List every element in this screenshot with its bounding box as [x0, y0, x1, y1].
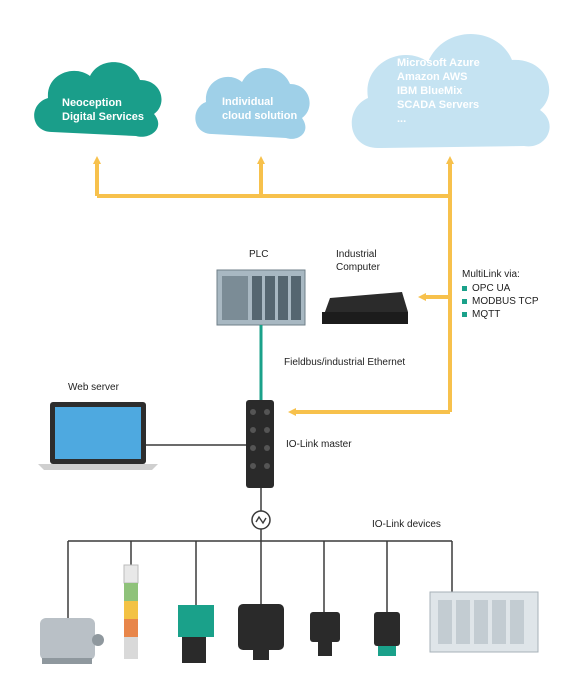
- io-link-devices-label: IO-Link devices: [372, 519, 441, 530]
- io-link-master-label: IO-Link master: [286, 439, 352, 450]
- motor-icon: [40, 618, 104, 664]
- web-server-laptop: [38, 402, 158, 470]
- cloud-public: [351, 34, 550, 148]
- inductive-sensor-icon: [178, 605, 214, 663]
- multilink-title: MultiLink via:: [462, 269, 520, 280]
- cloud-public-line3: IBM BlueMix: [397, 85, 463, 97]
- cloud-neoception: [34, 62, 162, 137]
- io-link-symbol: [251, 510, 271, 530]
- web-server-label: Web server: [68, 382, 119, 393]
- cloud-public-line2: Amazon AWS: [397, 71, 468, 83]
- photoelectric-sensor-icon: [310, 612, 340, 656]
- cloud-public-line4: SCADA Servers: [397, 99, 480, 111]
- cloud-neoception-line1: Neoception: [62, 97, 122, 109]
- industrial-computer-label-line2: Computer: [336, 262, 380, 273]
- plc-device: [216, 269, 306, 326]
- industrial-computer: [322, 292, 408, 324]
- cloud-neoception-line2: Digital Services: [62, 111, 144, 123]
- protocol-opc-ua: OPC UA: [462, 282, 539, 295]
- industrial-computer-label-line1: Industrial: [336, 249, 377, 260]
- cloud-individual-line2: cloud solution: [222, 110, 298, 122]
- fieldbus-label: Fieldbus/industrial Ethernet: [284, 357, 406, 368]
- protocol-modbus-tcp: MODBUS TCP: [462, 295, 539, 308]
- cloud-public-line1: Microsoft Azure: [397, 57, 480, 69]
- cloud-individual: [195, 67, 310, 139]
- cloud-neoception-text: Neoception Digital Services: [62, 96, 144, 124]
- cloud-individual-text: Individual cloud solution: [222, 95, 297, 123]
- rfid-reader-icon: [238, 604, 284, 660]
- cloud-public-text: Microsoft Azure Amazon AWS IBM BlueMix S…: [397, 56, 480, 126]
- cloud-connector-arrows: [93, 156, 454, 416]
- ultrasonic-sensor-icon: [374, 612, 400, 656]
- cloud-individual-line1: Individual: [222, 96, 274, 108]
- plc-label: PLC: [249, 249, 269, 260]
- io-link-master: [246, 400, 274, 488]
- multilink-protocol-list: OPC UA MODBUS TCP MQTT: [462, 282, 539, 321]
- signal-tower-icon: [123, 564, 139, 659]
- valve-terminal-icon: [429, 591, 539, 653]
- io-link-device-bus: [67, 540, 453, 620]
- cloud-public-line5: ...: [397, 113, 407, 125]
- protocol-mqtt: MQTT: [462, 308, 539, 321]
